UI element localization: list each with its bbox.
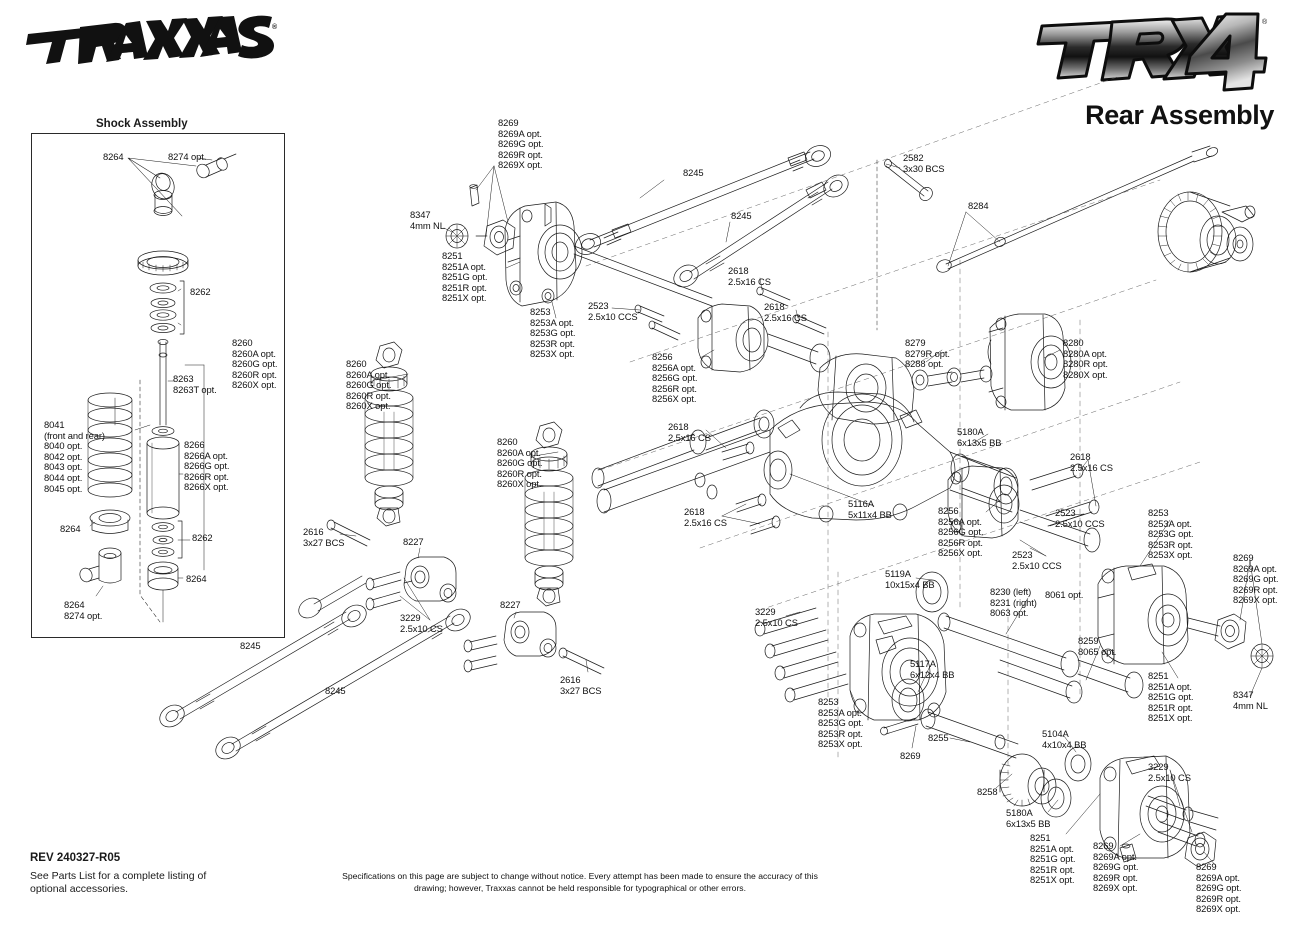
lbl-8230: 8230 (left)8231 (right)8063 opt. — [990, 586, 1037, 619]
assembly-title: Rear Assembly — [1085, 100, 1274, 130]
inset-8274: 8274 opt. — [168, 151, 207, 162]
inset-8264-low: 8264 — [186, 573, 207, 584]
inset-8262-top: 8262 — [190, 286, 211, 297]
lbl-8061: 8061 opt. — [1045, 589, 1084, 600]
lbl-8245-top1: 8245 — [683, 167, 704, 178]
revision-number: REV 240327-R05 — [30, 852, 121, 864]
inset-8264-top: 8264 — [103, 151, 124, 162]
inset-8264-mid: 8264 — [60, 523, 81, 534]
trx4-logo: ® — [1000, 12, 1270, 97]
parts-list-note: See Parts List for a complete listing of… — [30, 870, 207, 895]
inset-8041: 8041(front and rear)8040 opt.8042 opt.80… — [44, 419, 105, 494]
traxxas-logo — [22, 14, 282, 76]
lbl-8227-left: 8227 — [403, 536, 424, 547]
lbl-8255: 8255 — [928, 732, 949, 743]
lbl-8258: 8258 — [977, 786, 998, 797]
lbl-8245-left2: 8245 — [325, 685, 346, 696]
shock-assembly-title: Shock Assembly — [96, 118, 188, 130]
disclaimer-text: Specifications on this page are subject … — [342, 871, 818, 893]
svg-text:®: ® — [1262, 18, 1268, 26]
lbl-8245-top2: 8245 — [731, 210, 752, 221]
lbl-8245-left1: 8245 — [240, 640, 261, 651]
lbl-8284: 8284 — [968, 200, 989, 211]
inset-8262-bot: 8262 — [192, 532, 213, 543]
lbl-8269-bottom: 8269 — [900, 750, 921, 761]
lbl-8227-mid: 8227 — [500, 599, 521, 610]
traxxas-registered-mark: ® — [272, 24, 278, 31]
